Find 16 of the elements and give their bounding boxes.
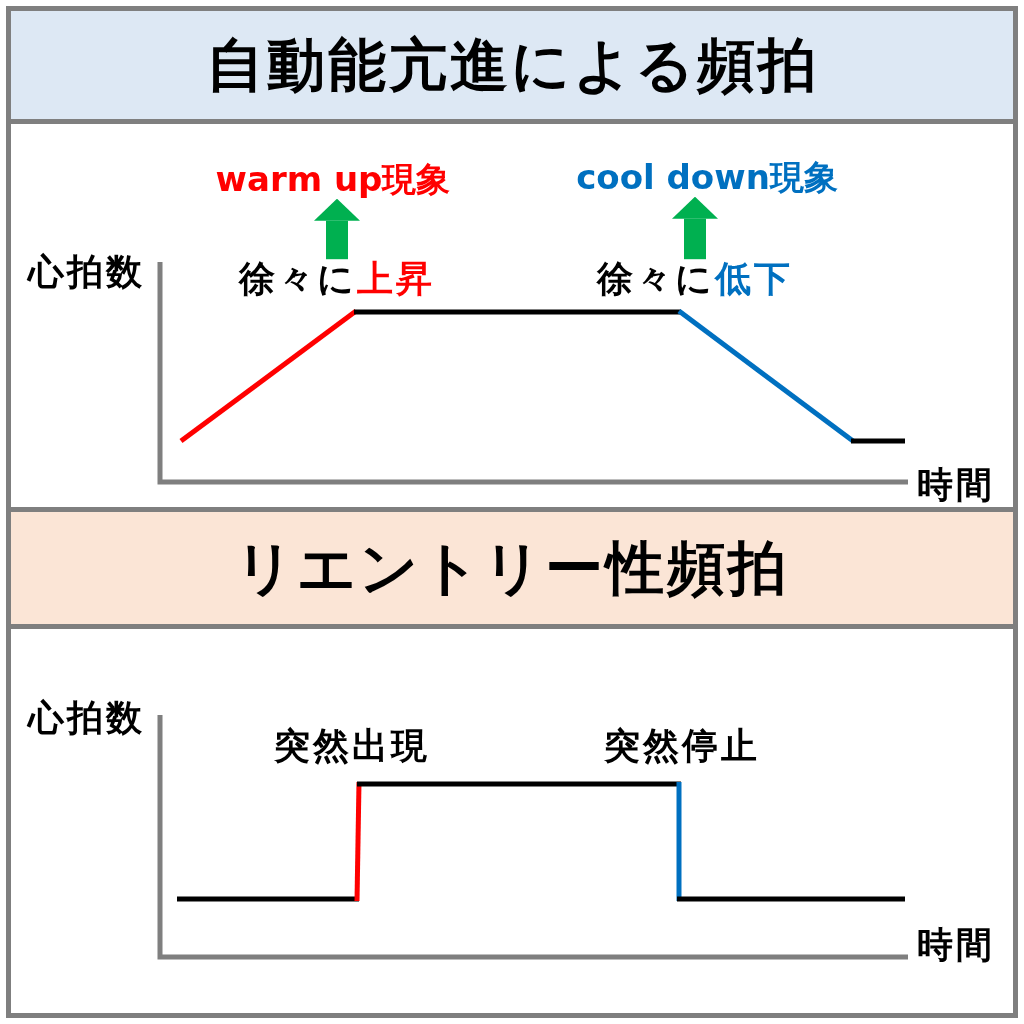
annotation-text: 突然出現 [274, 726, 430, 766]
arrow [672, 196, 718, 260]
highlight-text: 上昇 [357, 258, 435, 300]
axis-label: 心拍数 [27, 698, 145, 738]
arrow [314, 198, 360, 260]
callout-text: cool down現象 [576, 159, 838, 197]
axis-label: 心拍数 [27, 252, 145, 292]
axis-label: 時間 [917, 465, 995, 505]
callout-text: warm up現象 [215, 161, 451, 199]
heading-text: リエントリー性頻拍 [235, 534, 789, 602]
axis-label: 時間 [917, 925, 995, 965]
heading-text: 自動能亢進による頻拍 [205, 31, 819, 99]
annotation-text: 徐々に [239, 258, 357, 300]
highlight-text: 低下 [715, 258, 793, 300]
annotation-text: 突然停止 [604, 726, 760, 766]
annotation-text: 徐々に [597, 258, 715, 300]
